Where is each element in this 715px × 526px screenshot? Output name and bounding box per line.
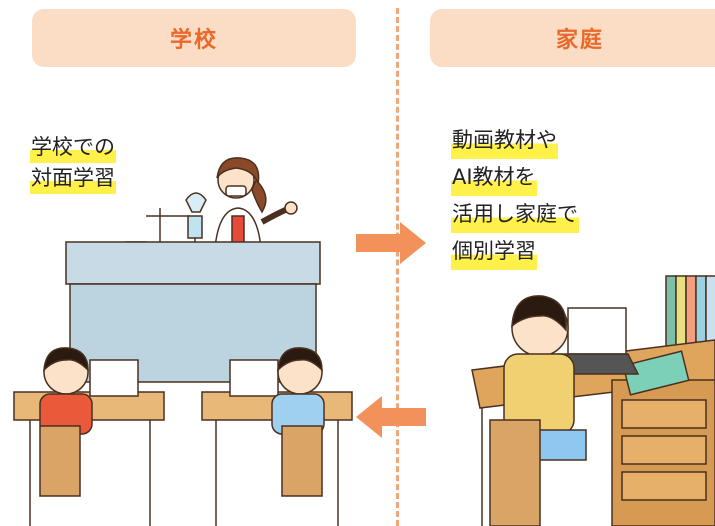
home-illustration (471, 275, 715, 526)
home-caption-line-4: 個別学習 (451, 233, 537, 270)
school-illustration (13, 157, 353, 526)
school-caption-line-2: 対面学習 (30, 163, 116, 194)
arrow-left-icon (356, 396, 426, 438)
arrow-right-icon (356, 222, 426, 264)
section-divider (396, 8, 399, 526)
notebook (622, 350, 690, 396)
home-caption-line-3: 活用し家庭で (451, 196, 579, 233)
home-caption-line-1: 動画教材や (451, 122, 558, 159)
laptop (556, 307, 640, 375)
school-caption: 学校での 対面学習 (30, 132, 116, 194)
chairs (39, 425, 323, 497)
home-caption-line-2: AI教材を (451, 159, 537, 196)
home-chair (489, 419, 541, 526)
home-caption: 動画教材や AI教材を 活用し家庭で 個別学習 (451, 122, 579, 270)
school-caption-line-1: 学校での (30, 132, 116, 163)
home-header: 家庭 (430, 9, 715, 67)
school-header-label: 学校 (169, 28, 218, 53)
home-header-label: 家庭 (555, 28, 604, 53)
student-right (271, 347, 325, 435)
bookshelf-books (665, 275, 715, 347)
student-left (39, 347, 93, 435)
lab-table-top (65, 241, 321, 285)
school-header: 学校 (32, 9, 356, 67)
